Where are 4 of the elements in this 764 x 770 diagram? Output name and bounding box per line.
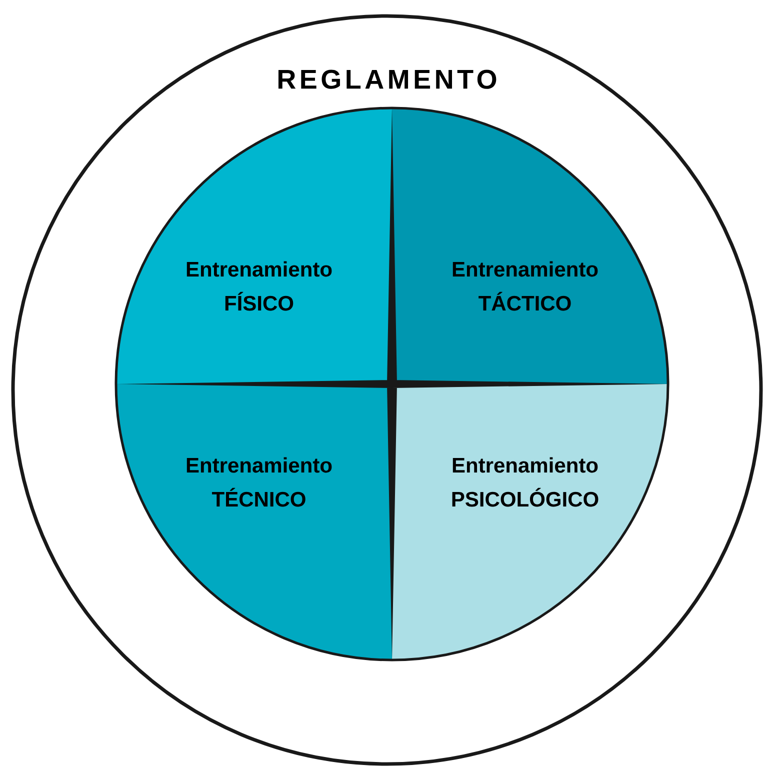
quadrant: Entrenamiento PSICOLÓGICO: [392, 384, 668, 660]
quadrant: Entrenamiento FÍSICO: [116, 108, 392, 384]
quadrant: Entrenamiento TÁCTICO: [392, 108, 668, 384]
quadrant: Entrenamiento TÉCNICO: [116, 384, 392, 660]
